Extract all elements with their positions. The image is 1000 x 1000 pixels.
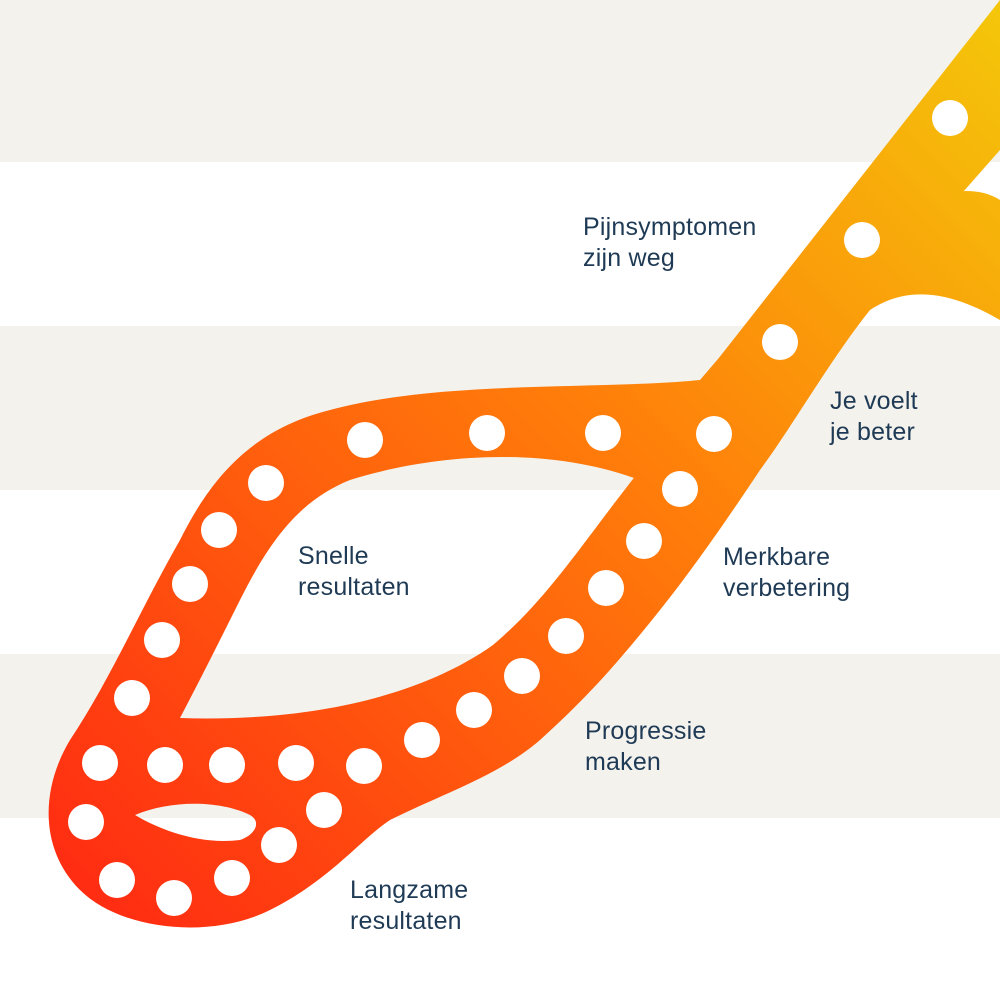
dot-marker-icon xyxy=(114,680,150,716)
label-line: Langzame xyxy=(350,876,469,904)
dot-marker-icon xyxy=(306,792,342,828)
label-pijnsymptomen: Pijnsymptomen zijn weg xyxy=(583,212,757,274)
dot-marker-icon xyxy=(548,618,584,654)
label-line: Pijnsymptomen xyxy=(583,213,757,241)
road-segment-loop xyxy=(48,30,1000,928)
label-line: Progressie xyxy=(585,717,707,745)
dot-marker-icon xyxy=(261,827,297,863)
label-langzame-resultaten: Langzame resultaten xyxy=(350,875,468,937)
label-snelle-resultaten: Snelle resultaten xyxy=(298,541,410,603)
dot-marker-icon xyxy=(278,745,314,781)
dot-marker-icon xyxy=(82,745,118,781)
dot-marker-icon xyxy=(469,415,505,451)
label-line: Je voelt xyxy=(830,387,918,415)
dot-marker-icon xyxy=(588,570,624,606)
label-line: resultaten xyxy=(298,573,410,601)
label-line: Merkbare xyxy=(723,543,831,571)
dot-marker-icon xyxy=(248,465,284,501)
dot-marker-icon xyxy=(762,324,798,360)
dot-marker-icon xyxy=(585,415,621,451)
dot-marker-icon xyxy=(696,416,732,452)
dot-marker-icon xyxy=(504,658,540,694)
label-progressie-maken: Progressie maken xyxy=(585,716,707,778)
label-merkbare-verbetering: Merkbare verbetering xyxy=(723,542,850,604)
background-band xyxy=(0,0,1000,162)
dot-marker-icon xyxy=(156,880,192,916)
dot-marker-icon xyxy=(844,222,880,258)
dot-marker-icon xyxy=(456,692,492,728)
dot-marker-icon xyxy=(172,566,208,602)
dot-marker-icon xyxy=(209,747,245,783)
dot-marker-icon xyxy=(214,860,250,896)
dot-marker-icon xyxy=(404,722,440,758)
dot-marker-icon xyxy=(144,622,180,658)
dot-marker-icon xyxy=(346,748,382,784)
label-line: Snelle xyxy=(298,542,369,570)
dot-markers xyxy=(68,100,968,916)
label-voelt-beter: Je voelt je beter xyxy=(830,386,918,448)
dot-marker-icon xyxy=(347,422,383,458)
dot-marker-icon xyxy=(626,523,662,559)
label-line: verbetering xyxy=(723,574,851,602)
dot-marker-icon xyxy=(147,747,183,783)
label-line: zijn weg xyxy=(583,244,675,272)
dot-marker-icon xyxy=(99,862,135,898)
dot-marker-icon xyxy=(662,471,698,507)
label-line: resultaten xyxy=(350,907,462,935)
dot-marker-icon xyxy=(68,804,104,840)
dot-marker-icon xyxy=(201,512,237,548)
dot-marker-icon xyxy=(932,100,968,136)
label-line: maken xyxy=(585,748,662,776)
label-line: je beter xyxy=(830,418,915,446)
